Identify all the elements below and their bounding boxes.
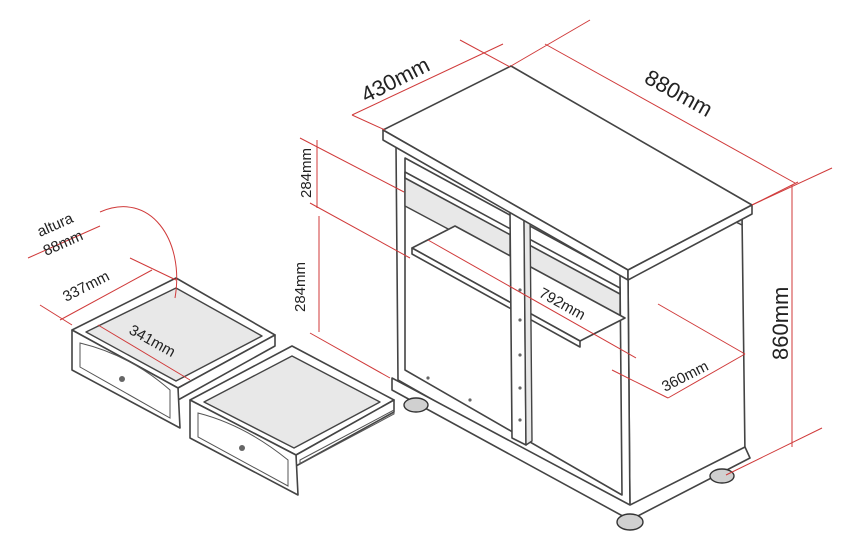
dim-line-width bbox=[544, 43, 796, 184]
dim-ext bbox=[309, 332, 391, 379]
cabinet-top-side-edge bbox=[627, 204, 753, 281]
dim-ext bbox=[725, 427, 823, 476]
dim-ext bbox=[299, 137, 405, 193]
center-divider-side bbox=[523, 211, 533, 446]
label-height: 860mm bbox=[768, 287, 793, 360]
dim-ext bbox=[27, 225, 101, 259]
drawer-right-inside bbox=[203, 355, 381, 449]
dim-ext bbox=[309, 202, 411, 259]
dimension-lines bbox=[27, 19, 833, 476]
drawer-right-front-panel bbox=[197, 412, 289, 487]
shelf-pin bbox=[518, 318, 522, 322]
dim-ext bbox=[510, 19, 591, 67]
drawer-right-knob bbox=[239, 445, 245, 451]
dim-ext bbox=[611, 369, 669, 399]
label-width: 880mm bbox=[641, 65, 717, 122]
dim-ext bbox=[657, 303, 746, 355]
dim-ext bbox=[459, 39, 511, 68]
drawer-right-runner bbox=[299, 409, 395, 465]
label-depth: 430mm bbox=[357, 52, 434, 108]
shelf-pin bbox=[518, 418, 522, 422]
cabinet-foot bbox=[616, 513, 644, 531]
drawer-right bbox=[189, 345, 395, 496]
drawer-left bbox=[71, 277, 276, 429]
dim-line-depth bbox=[351, 43, 504, 116]
cabinet-foot bbox=[709, 468, 735, 484]
label-lower-opening: 284mm bbox=[292, 262, 309, 312]
dim-line-drawer-width bbox=[59, 269, 153, 321]
dim-line-drawer-depth bbox=[97, 324, 191, 381]
label-upper-opening: 284mm bbox=[298, 148, 315, 198]
cabinet-foot bbox=[403, 397, 429, 413]
cabinet-plinth bbox=[391, 377, 751, 521]
shelf-pin bbox=[518, 288, 522, 292]
dim-line-shelf-width bbox=[427, 239, 637, 359]
shelf-pin bbox=[468, 398, 472, 402]
drawer-left-front-panel bbox=[79, 342, 171, 419]
dim-ext bbox=[751, 181, 799, 206]
drawer-left-front bbox=[71, 329, 181, 429]
drawer-left-inside bbox=[85, 287, 263, 382]
drawer-left-knob bbox=[119, 376, 125, 382]
label-drawer-width: 337mm bbox=[60, 268, 112, 306]
shelf-pin bbox=[518, 353, 522, 357]
dim-ext bbox=[39, 304, 73, 326]
cabinet bbox=[382, 65, 753, 531]
shelf-pin bbox=[426, 376, 430, 380]
dim-ext bbox=[351, 114, 386, 131]
dim-arc-drawer-height bbox=[99, 206, 178, 299]
dim-line-shelf-depth bbox=[667, 353, 746, 399]
shelf-pin bbox=[518, 386, 522, 390]
dim-ext bbox=[129, 257, 177, 281]
